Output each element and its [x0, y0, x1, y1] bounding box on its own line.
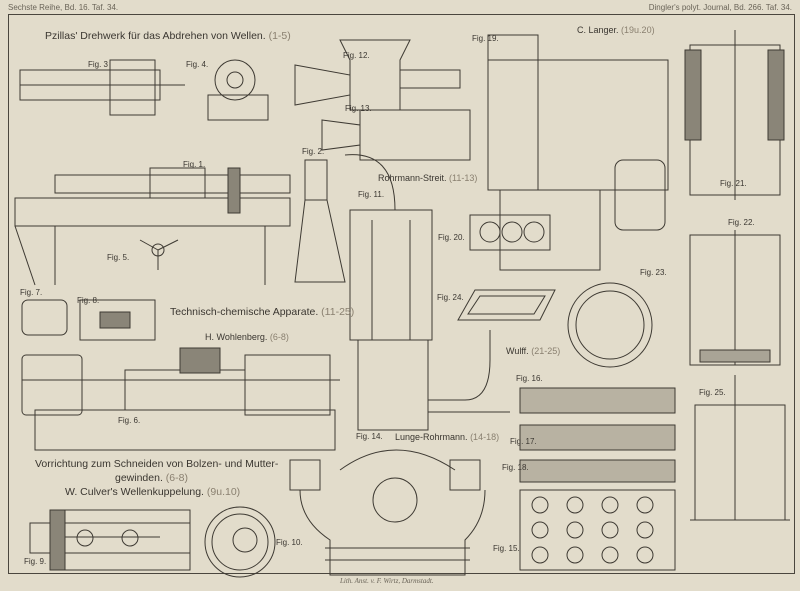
fig-label: Fig. 5.: [107, 253, 130, 262]
title-wulff: Wulff. (21-25): [506, 346, 561, 356]
title-technisch: Technisch-chemische Apparate. (11-25): [170, 306, 355, 318]
header-left: Sechste Reihe, Bd. 16. Taf. 34.: [8, 3, 119, 12]
fig-label: Fig. 6.: [118, 416, 141, 425]
fig-label: Fig. 10.: [276, 538, 303, 547]
fig-label: Fig. 22.: [728, 218, 755, 227]
fig-label: Fig. 2.: [302, 147, 325, 156]
fig-label: Fig. 23.: [640, 268, 667, 277]
fig15-drawing: [289, 449, 486, 576]
fig10-drawing: [204, 506, 276, 578]
fig-label: Fig. 1.: [183, 160, 206, 169]
fig-label: Fig. 7.: [20, 288, 43, 297]
title-pzillas: Pzillas' Drehwerk für das Abdrehen von W…: [45, 30, 291, 42]
header-right: Dingler's polyt. Journal, Bd. 266. Taf. …: [648, 3, 792, 12]
fig4-drawing: [207, 59, 269, 121]
fig13-drawing: [321, 109, 471, 161]
fig-label: Fig. 9.: [24, 557, 47, 566]
title-rohrmann-streit: Rohrmann-Streit. (11-13): [378, 173, 478, 183]
fig-label: Fig. 14.: [356, 432, 383, 441]
fig-label: Fig. 24.: [437, 293, 464, 302]
plate-frame: [8, 14, 795, 574]
title-langer: C. Langer. (19u.20): [577, 25, 655, 35]
fig-label: Fig. 15.: [493, 544, 520, 553]
fig9-drawing: [29, 509, 191, 571]
fig-label: Fig. 19.: [472, 34, 499, 43]
title-wohlenberg: H. Wohlenberg. (6-8): [205, 332, 289, 342]
fig20-drawing: [469, 214, 551, 251]
title-lunge: Lunge-Rohrmann. (14-18): [395, 432, 500, 442]
lithographer-credit: Lith. Anst. v. F. Wirtz, Darmstadt.: [340, 577, 434, 585]
fig-label: Fig. 11.: [358, 190, 385, 199]
fig-label: Fig. 16.: [516, 374, 543, 383]
fig-label: Fig. 21.: [720, 179, 747, 188]
fig-label: Fig. 4.: [186, 60, 209, 69]
fig5-drawing: [139, 239, 179, 270]
title-culver: W. Culver's Wellenkuppelung. (9u.10): [65, 486, 241, 498]
fig-label: Fig. 25.: [699, 388, 726, 397]
fig22-drawing: [689, 230, 781, 366]
fig-label: Fig. 12.: [343, 51, 370, 60]
fig-label: Fig. 13.: [345, 104, 372, 113]
fig7-drawing: [21, 299, 68, 336]
fig16-drawing: [519, 387, 676, 414]
fig25-drawing: [690, 375, 790, 521]
fig2-drawing: [294, 159, 346, 283]
fig-label: Fig. 8.: [77, 296, 100, 305]
grid-drawing: [519, 489, 676, 571]
fig24-drawing: [457, 289, 556, 321]
title-vorrichtung-1: Vorrichtung zum Schneiden von Bolzen- un…: [35, 458, 279, 470]
fig-label: Fig. 18.: [502, 463, 529, 472]
fig-label: Fig. 20.: [438, 233, 465, 242]
fig14-drawing: [357, 330, 510, 431]
fig8-drawing: [79, 299, 156, 341]
fig1-drawing: [14, 167, 291, 286]
fig18-drawing: [519, 459, 676, 483]
fig6-drawing: [21, 347, 340, 451]
fig21-drawing: [684, 30, 785, 200]
fig17-drawing: [519, 424, 676, 451]
fig-label: Fig. 3: [88, 60, 109, 69]
title-vorrichtung-2: gewinden. (6-8): [115, 472, 188, 484]
fig12-drawing: [294, 39, 461, 111]
fig-label: Fig. 17.: [510, 437, 537, 446]
fig3-drawing: [19, 59, 185, 116]
fig19-drawing: [487, 34, 669, 271]
fig23-drawing: [567, 282, 653, 368]
